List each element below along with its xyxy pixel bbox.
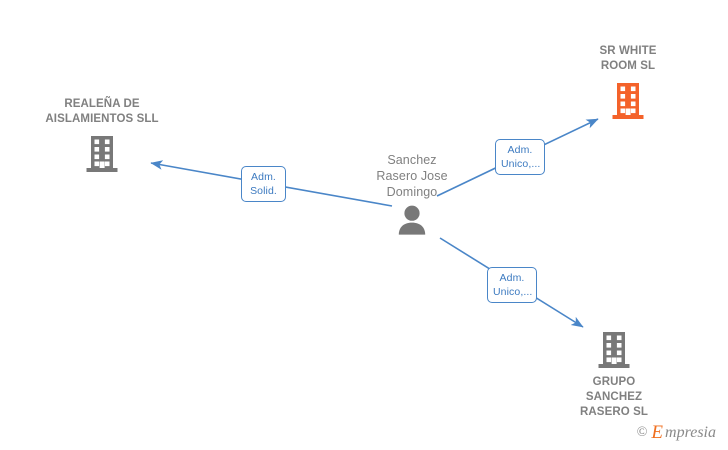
copyright-symbol: © [636, 424, 648, 440]
node-label-realena-de-aislamientos: REALEÑA DE AISLAMIENTOS SLL [45, 98, 159, 125]
person-icon [398, 205, 426, 235]
building-icon [612, 83, 644, 119]
node-sanchez-rasero-jose-domingo[interactable]: Sanchez Rasero Jose Domingo [352, 152, 472, 236]
building-icon-wrap-realena [22, 135, 182, 173]
building-icon-wrap-sr-white-room [558, 82, 698, 120]
node-realena-de-aislamientos[interactable]: REALEÑA DE AISLAMIENTOS SLL [22, 97, 182, 173]
node-grupo-sanchez-rasero[interactable]: GRUPO SANCHEZ RASERO SL [554, 331, 674, 420]
brand-name: mpresia [665, 423, 716, 441]
edge-label-grupo-sanchez-rasero[interactable]: Adm. Unico,... [487, 267, 537, 303]
edge-label-realena[interactable]: Adm. Solid. [241, 166, 286, 202]
node-label-sanchez-rasero-jose-domingo: Sanchez Rasero Jose Domingo [376, 153, 448, 199]
brand-initial: E [651, 422, 664, 443]
node-label-grupo-sanchez-rasero: GRUPO SANCHEZ RASERO SL [580, 376, 648, 418]
building-icon [598, 332, 630, 368]
edge-label-sr-white-room[interactable]: Adm. Unico,... [495, 139, 545, 175]
node-label-sr-white-room: SR WHITE ROOM SL [599, 45, 657, 72]
node-sr-white-room[interactable]: SR WHITE ROOM SL [558, 44, 698, 120]
watermark-empresia: © E mpresia [637, 423, 716, 442]
building-icon [86, 136, 118, 172]
person-icon-wrap [352, 204, 472, 236]
building-icon-wrap-grupo-sanchez-rasero [554, 331, 674, 369]
